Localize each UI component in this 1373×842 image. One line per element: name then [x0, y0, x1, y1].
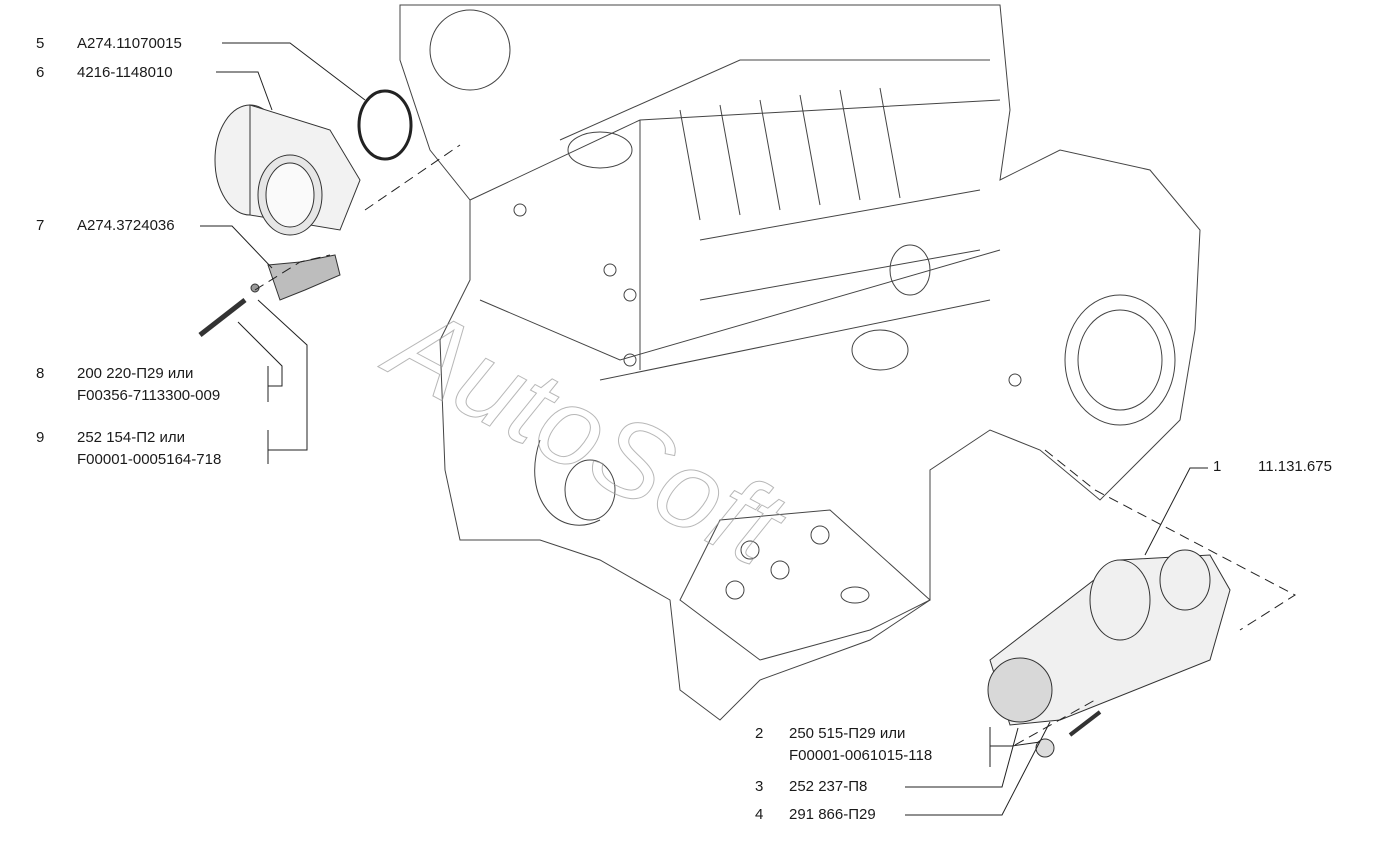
callout-4-code: 291 866-П29 — [789, 806, 876, 823]
bolt-part — [198, 298, 247, 337]
callout-8-number: 8 — [36, 365, 45, 382]
callout-8-code: 200 220-П29 или — [77, 365, 194, 382]
callout-2-number: 2 — [755, 725, 764, 742]
callout-2-code: 250 515-П29 или — [789, 725, 906, 742]
callout-5-code: А274.11070015 — [77, 35, 182, 52]
callout-4-number: 4 — [755, 806, 764, 823]
callout-3-number: 3 — [755, 778, 764, 795]
callout-1-code: 11.131.675 — [1258, 458, 1332, 475]
engine-block — [399, 4, 1201, 721]
clamp-ring — [357, 89, 413, 161]
assembly-dashed-lines — [254, 144, 1296, 746]
callout-9-alt-code: F00001-0005164-718 — [77, 451, 222, 468]
callout-5-number: 5 — [36, 35, 45, 52]
callout-3-code: 252 237-П8 — [789, 778, 868, 795]
callout-1-number: 1 — [1213, 458, 1222, 475]
callout-6-code: 4216-1148010 — [77, 64, 173, 81]
callout-8-alt-code: F00356-7113300-009 — [77, 387, 221, 404]
callout-6-number: 6 — [36, 64, 45, 81]
callout-2-alt-code: F00001-0061015-118 — [789, 747, 933, 764]
starter-motor — [987, 549, 1231, 758]
callout-7-number: 7 — [36, 217, 45, 234]
callout-7-code: А274.3724036 — [77, 217, 175, 234]
callout-9-code: 252 154-П2 или — [77, 429, 186, 446]
callout-9-number: 9 — [36, 429, 45, 446]
throttle-body — [214, 104, 361, 236]
leader-lines — [200, 42, 1208, 816]
bracket-part — [267, 254, 341, 301]
